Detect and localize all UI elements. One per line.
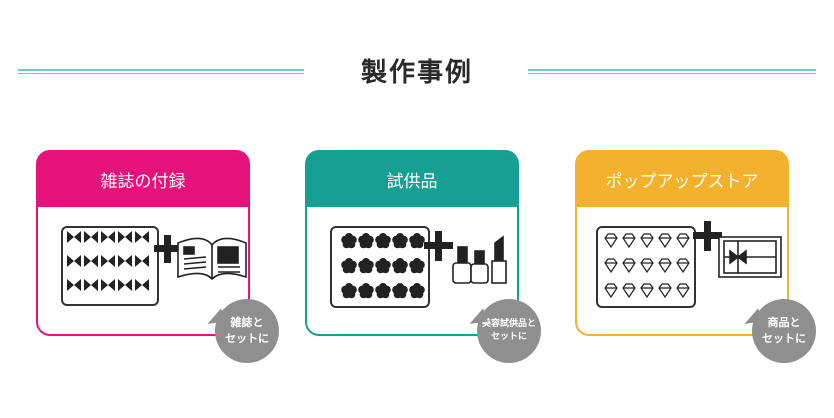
speech-bubble: 商品と セットに	[741, 299, 816, 363]
card-title: 試供品	[386, 172, 438, 192]
diamond-sticker	[622, 233, 636, 249]
bubble-line1: 商品と	[767, 316, 801, 330]
butterfly-sticker	[67, 279, 81, 291]
plus-icon	[424, 231, 453, 261]
butterfly-sticker	[67, 255, 81, 267]
card-header: ポップアップストア	[577, 152, 787, 207]
diamond-sticker	[676, 283, 690, 299]
flower-sticker	[341, 258, 357, 274]
butterfly-sticker	[84, 231, 98, 243]
flower-sticker	[392, 233, 408, 249]
butterfly-sticker	[67, 231, 81, 243]
flower-sticker	[375, 258, 391, 274]
butterfly-sticker	[101, 279, 115, 291]
bubble-line2: セットに	[225, 332, 269, 345]
gift-box-icon	[718, 236, 782, 278]
diamond-sticker	[604, 258, 618, 274]
card-body: 商品と セットに	[577, 207, 816, 363]
card-title: ポップアップストア	[605, 172, 759, 192]
butterfly-sticker	[135, 231, 149, 243]
butterfly-sticker-sheet-icon	[61, 226, 159, 306]
diamond-sticker	[622, 258, 636, 274]
plus-icon	[693, 221, 722, 251]
flower-sticker	[375, 233, 391, 249]
nail-polish-icon	[452, 246, 489, 284]
butterfly-sticker	[101, 231, 115, 243]
bubble-line2: セットに	[490, 332, 527, 342]
section-header: 製作事例	[0, 52, 834, 92]
card-magazine-supplement: 雑誌の付録 雑誌と セットに	[36, 150, 279, 363]
card-illustration	[61, 226, 247, 306]
butterfly-sticker	[135, 255, 149, 267]
speech-bubble: 美容試供品と セットに	[466, 299, 541, 363]
flower-sticker	[392, 258, 408, 274]
flower-sticker	[358, 258, 374, 274]
flower-sticker	[375, 283, 391, 299]
butterfly-sticker	[118, 279, 132, 291]
card-header: 試供品	[307, 152, 517, 207]
card-illustration	[596, 221, 782, 308]
flower-sticker	[358, 233, 374, 249]
diamond-sticker	[640, 258, 654, 274]
flower-sticker	[341, 283, 357, 299]
lipstick-icon	[491, 235, 507, 284]
diamond-sticker	[658, 283, 672, 299]
diamond-sticker	[676, 258, 690, 274]
flower-sticker	[409, 283, 425, 299]
flower-sticker	[358, 283, 374, 299]
butterfly-sticker	[118, 231, 132, 243]
card-header: 雑誌の付録	[38, 152, 248, 207]
left-divider	[18, 69, 304, 74]
diamond-sticker	[622, 283, 636, 299]
card-body: 雑誌と セットに	[38, 207, 279, 363]
plus-icon	[154, 235, 181, 263]
flower-sticker	[341, 233, 357, 249]
diamond-sticker	[640, 283, 654, 299]
right-divider	[528, 69, 816, 74]
bubble-line2: セットに	[762, 332, 806, 345]
diamond-sticker	[658, 258, 672, 274]
butterfly-sticker	[101, 255, 115, 267]
flower-sticker	[409, 258, 425, 274]
bubble-line1: 美容試供品と	[481, 318, 536, 329]
card-samples: 試供品 美容試供品と セット	[305, 150, 541, 363]
diamond-sticker	[640, 233, 654, 249]
flower-sticker-sheet-icon	[330, 226, 430, 308]
butterfly-sticker	[84, 255, 98, 267]
bubble-line1: 雑誌と	[230, 316, 264, 330]
section-title: 製作事例	[360, 58, 473, 88]
open-magazine-icon	[177, 237, 247, 281]
flower-sticker	[392, 283, 408, 299]
butterfly-sticker	[118, 255, 132, 267]
card-illustration	[330, 226, 507, 308]
card-title: 雑誌の付録	[100, 172, 186, 192]
diamond-sticker-sheet-icon	[596, 226, 696, 308]
flower-sticker	[409, 233, 425, 249]
diamond-sticker	[676, 233, 690, 249]
speech-bubble: 雑誌と セットに	[204, 299, 279, 363]
card-body: 美容試供品と セットに	[307, 207, 541, 363]
diamond-sticker	[604, 283, 618, 299]
card-popup-store: ポップアップストア 商品と セットに	[575, 150, 816, 363]
diamond-sticker	[658, 233, 672, 249]
butterfly-sticker	[84, 279, 98, 291]
diamond-sticker	[604, 233, 618, 249]
butterfly-sticker	[135, 279, 149, 291]
